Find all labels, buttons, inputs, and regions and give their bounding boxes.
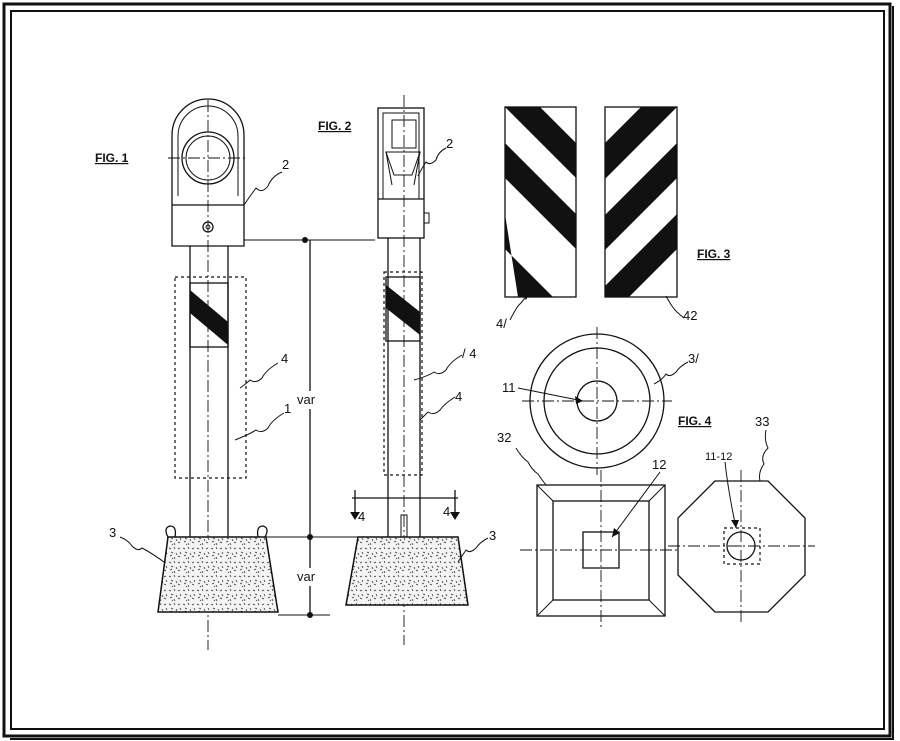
fig1-reflector-panel — [174, 276, 247, 479]
fig2-reflector-panel — [383, 271, 423, 476]
dimension-var-upper: var — [297, 392, 316, 407]
figure-1: FIG. 1 — [95, 98, 375, 650]
fig4-square-base — [520, 470, 680, 628]
section-mark-right: 4 — [443, 504, 450, 519]
fig4-octagon-base — [668, 470, 815, 625]
fig3-leaders — [509, 292, 689, 404]
fig1-label: FIG. 1 — [95, 151, 129, 165]
ref-fig1-base: 3 — [109, 525, 116, 540]
ref-fig2-head: 2 — [446, 136, 453, 151]
ref-fig1-post: 1 — [284, 401, 291, 416]
fig3-right-chevron-panel — [604, 106, 678, 298]
ref-fig1-panel: 4 — [281, 351, 288, 366]
figure-2: FIG. 2 4 4 — [318, 95, 496, 645]
ref-fig1-head: 2 — [282, 157, 289, 172]
fig1-concrete-base — [157, 525, 279, 613]
fig2-leaders — [413, 147, 489, 563]
ref-fig3-disc-center: 11 — [502, 380, 516, 395]
ref-fig3-left: 4/ — [496, 316, 507, 331]
fig1-dimension: var var — [244, 237, 375, 618]
fig1-leaders — [119, 171, 285, 563]
fig4-label: FIG. 4 — [678, 414, 712, 428]
ref-fig4-square-center: 12 — [652, 457, 666, 472]
fig1-post — [189, 246, 229, 537]
ref-fig3-disc: 3/ — [688, 351, 699, 366]
fig2-section-line: 4 4 — [350, 490, 460, 538]
ref-fig4-octagon: 33 — [755, 414, 769, 429]
ref-fig2-panel-a: / 4 — [462, 346, 476, 361]
ref-fig2-panel-b: 4 — [455, 389, 462, 404]
fig4-leaders — [515, 429, 769, 538]
ref-fig3-right: 42 — [683, 308, 697, 323]
ref-fig4-octagon-center: 11-12 — [705, 451, 732, 463]
fig3-disc — [522, 327, 672, 475]
fig2-lamp-head — [377, 107, 430, 239]
dimension-var-lower: var — [297, 569, 316, 584]
fig2-concrete-base — [345, 536, 469, 606]
ref-fig2-base: 3 — [489, 528, 496, 543]
fig2-label: FIG. 2 — [318, 119, 352, 133]
figure-3: FIG. 3 — [496, 106, 731, 475]
fig3-left-chevron-panel — [504, 106, 577, 298]
section-mark-left: 4 — [358, 509, 365, 524]
fig1-lamp-head — [168, 98, 248, 247]
fig3-label: FIG. 3 — [697, 247, 731, 261]
ref-fig4-square: 32 — [497, 430, 511, 445]
figure-4: FIG. 4 32 12 33 — [497, 414, 815, 628]
